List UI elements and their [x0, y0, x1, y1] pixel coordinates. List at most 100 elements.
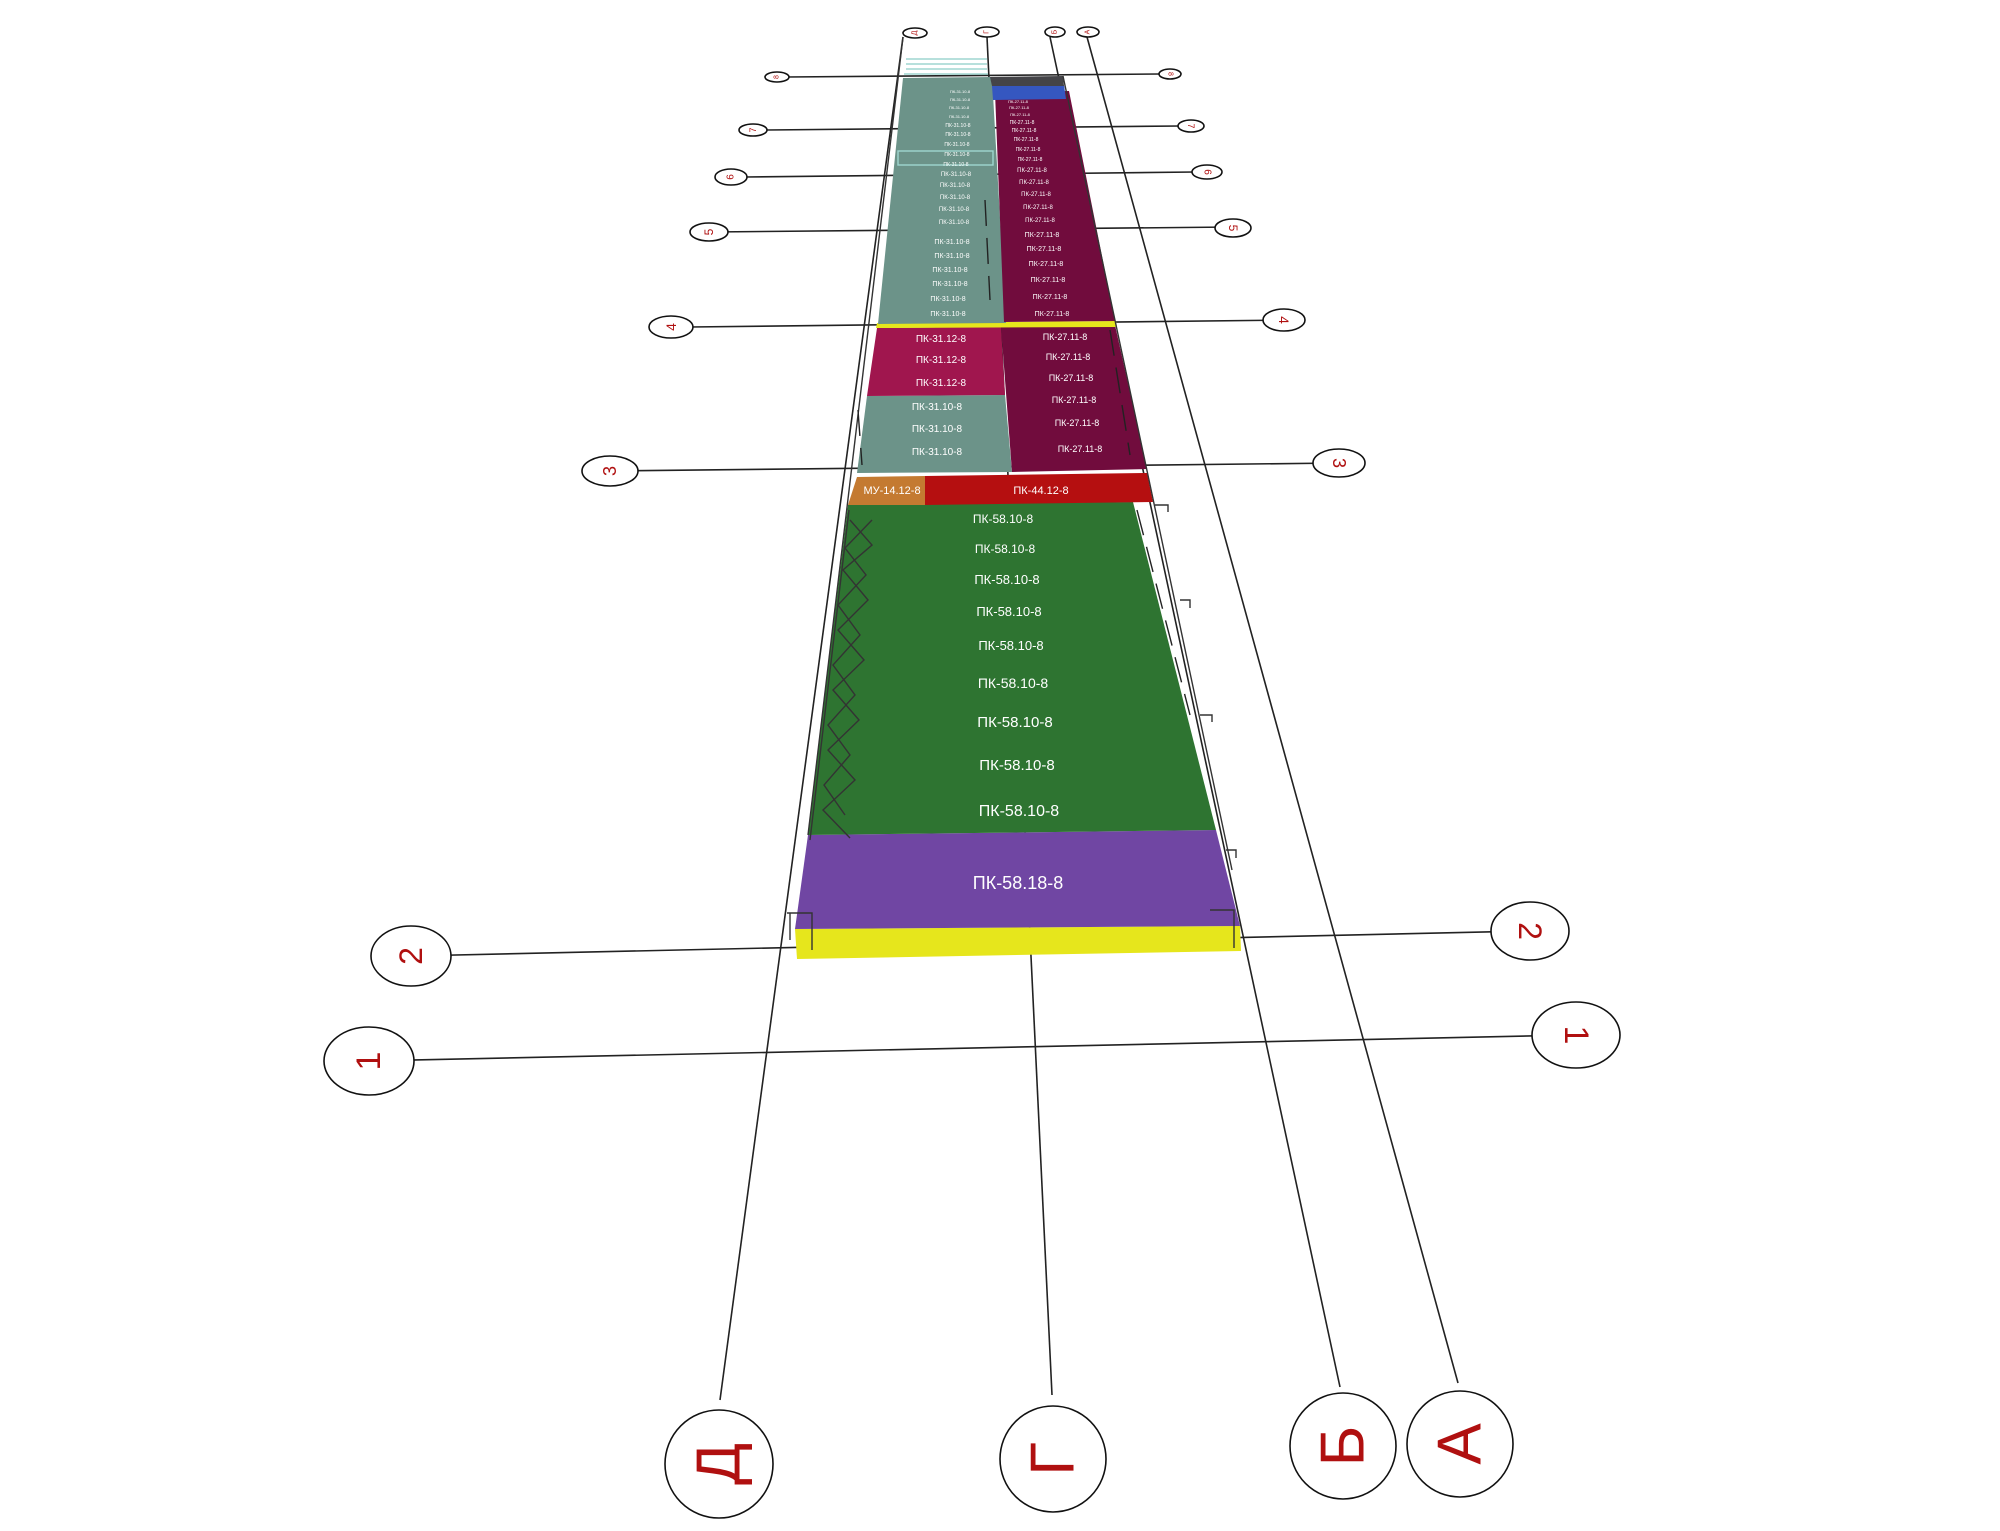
- panel-label-grey-upper-17: ПК-31.10-8: [949, 114, 970, 119]
- panel-label-right-upper-1: ПК-27.11-8: [1035, 311, 1070, 318]
- svg-text:6: 6: [726, 174, 737, 180]
- panel-label-right-upper-11: ПК-27.11-8: [1017, 168, 1047, 174]
- panel-label-right-upper-8: ПК-27.11-8: [1023, 205, 1053, 211]
- axis-bubble-4-left: 4: [648, 315, 694, 339]
- panel-label-right-upper-18: ПК-27.11-8: [1009, 105, 1030, 110]
- panel-label-right-upper-19: ПК-27.11-8: [1008, 99, 1029, 104]
- panel-label-orange: МУ-14.12-8: [863, 485, 920, 497]
- axis-bubble-B-top: Б: [1044, 26, 1066, 38]
- panel-label-purple: ПК-58.18-8: [973, 873, 1063, 893]
- panel-label-green-5: ПК-58.10-8: [978, 638, 1043, 653]
- panel-label-right-upper-3: ПК-27.11-8: [1031, 277, 1066, 284]
- panel-label-right-upper-9: ПК-27.11-8: [1021, 192, 1051, 198]
- svg-text:8: 8: [1167, 72, 1174, 76]
- panel-blue: [992, 85, 1066, 100]
- panel-label-grey-upper-3: ПК-31.10-8: [932, 281, 967, 288]
- axis-bubble-A-top: А: [1076, 26, 1100, 38]
- panel-label-grey-upper-9: ПК-31.10-8: [940, 195, 971, 201]
- panel-label-green-6: ПК-58.10-8: [978, 675, 1049, 691]
- panel-label-magenta-1: ПК-31.12-8: [916, 334, 967, 345]
- panel-label-right-upper-4: ПК-27.11-8: [1029, 261, 1064, 268]
- panel-label-grey-upper-4: ПК-31.10-8: [932, 267, 967, 274]
- panel-label-grey-upper-2: ПК-31.10-8: [930, 296, 965, 303]
- svg-text:1: 1: [350, 1052, 388, 1071]
- axis-bubble-D-top: Д: [902, 27, 928, 39]
- svg-text:Б: Б: [1052, 29, 1059, 34]
- panel-dark-top: [990, 76, 1064, 86]
- axis-line-D: [719, 36, 904, 1401]
- panel-label-right-lower-1: ПК-27.11-8: [1043, 332, 1088, 342]
- panel-label-right-upper-17: ПК-27.11-8: [1010, 112, 1031, 117]
- axis-bubble-1-left: 1: [323, 1026, 415, 1096]
- axis-bubble-A: А: [1406, 1390, 1514, 1498]
- axis-bubbles: Д Г Б А 1 1 2 2: [323, 26, 1621, 1519]
- panel-label-green-3: ПК-58.10-8: [974, 572, 1039, 587]
- slab-panels: [795, 58, 1241, 959]
- svg-text:8: 8: [774, 75, 781, 79]
- svg-text:2: 2: [393, 947, 429, 965]
- panel-label-red: ПК-44.12-8: [1013, 485, 1068, 497]
- svg-text:7: 7: [748, 127, 758, 132]
- panel-label-green-2: ПК-58.10-8: [975, 542, 1036, 556]
- panel-label-right-lower-2: ПК-27.11-8: [1046, 352, 1091, 362]
- axis-bubble-6-left: 6: [714, 168, 748, 186]
- axis-label-G: Г: [1019, 1442, 1088, 1476]
- edge-strip: [795, 926, 1241, 959]
- axis-bubble-5-right: 5: [1214, 218, 1252, 238]
- panel-grey-upper: [878, 77, 1006, 324]
- panel-labels: ПК-58.18-8ПК-58.10-8ПК-58.10-8ПК-58.10-8…: [863, 89, 1102, 893]
- panel-label-magenta-3: ПК-31.12-8: [916, 378, 967, 389]
- panel-maroon-upper: [995, 91, 1115, 322]
- panel-label-green-8: ПК-58.10-8: [979, 757, 1054, 774]
- axis-bubble-G: Г: [999, 1405, 1107, 1513]
- panel-label-right-upper-6: ПК-27.11-8: [1025, 232, 1060, 239]
- axis-bubble-3-right: 3: [1312, 448, 1366, 478]
- axis-bubble-8-left: 8: [764, 71, 790, 83]
- axis-bubble-7-right: 7: [1177, 119, 1205, 133]
- svg-text:4: 4: [663, 323, 679, 331]
- svg-text:Д: Д: [912, 30, 919, 35]
- panel-label-right-upper-14: ПК-27.11-8: [1014, 137, 1039, 143]
- axis-bubble-2-right: 2: [1490, 901, 1570, 961]
- structural-lines: [787, 36, 1237, 950]
- svg-text:7: 7: [1186, 123, 1196, 128]
- axis-label-D: Д: [685, 1443, 754, 1485]
- panel-label-grey-upper-18: ПК-31.10-8: [949, 105, 970, 110]
- axis-bubble-7-left: 7: [738, 123, 768, 137]
- svg-text:2: 2: [1512, 922, 1548, 940]
- panel-label-grey-upper-12: ПК-31.10-8: [943, 162, 968, 168]
- panel-label-grey-upper-14: ПК-31.10-8: [944, 142, 969, 148]
- panel-grey-lower: [857, 395, 1012, 473]
- panel-label-right-upper-7: ПК-27.11-8: [1025, 218, 1055, 224]
- panel-label-green-4: ПК-58.10-8: [976, 604, 1041, 619]
- panel-label-right-upper-12: ПК-27.11-8: [1018, 157, 1043, 163]
- svg-text:А: А: [1085, 29, 1092, 34]
- axis-line-1: [367, 1034, 1576, 1062]
- panel-maroon-lower: [1001, 325, 1147, 472]
- panel-label-green-7: ПК-58.10-8: [977, 714, 1052, 731]
- svg-text:1: 1: [1557, 1026, 1595, 1045]
- axis-bubble-B: Б: [1289, 1392, 1397, 1500]
- axis-label-B: Б: [1309, 1426, 1378, 1467]
- svg-text:3: 3: [1329, 458, 1349, 468]
- panel-label-right-upper-16: ПК-27.11-8: [1010, 120, 1035, 126]
- axis-bubble-2-left: 2: [370, 925, 452, 987]
- panel-label-right-upper-13: ПК-27.11-8: [1016, 147, 1041, 153]
- axis-bubble-8-right: 8: [1158, 68, 1182, 80]
- panel-label-magenta-2: ПК-31.12-8: [916, 355, 967, 366]
- axis-bubble-5-left: 5: [689, 222, 729, 242]
- svg-text:5: 5: [702, 228, 716, 235]
- panel-label-right-upper-10: ПК-27.11-8: [1019, 180, 1049, 186]
- top-light-lines: [904, 58, 988, 75]
- panel-label-grey-upper-6: ПК-31.10-8: [934, 239, 969, 246]
- panel-label-grey-upper-7: ПК-31.10-8: [939, 220, 970, 226]
- panel-label-grey-upper-13: ПК-31.10-8: [944, 152, 969, 158]
- panel-green: [808, 502, 1216, 835]
- axis-label-A: А: [1426, 1423, 1495, 1465]
- axis-bubble-D: Д: [664, 1409, 774, 1519]
- panel-label-right-upper-2: ПК-27.11-8: [1033, 294, 1068, 301]
- panel-label-right-upper-5: ПК-27.11-8: [1027, 246, 1062, 253]
- svg-text:4: 4: [1276, 316, 1292, 324]
- panel-label-green-9: ПК-58.10-8: [979, 803, 1060, 820]
